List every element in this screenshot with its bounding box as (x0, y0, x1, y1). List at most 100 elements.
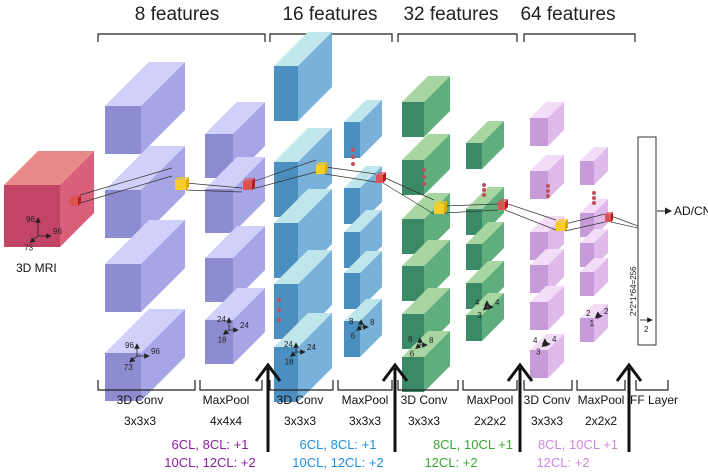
ff-layer-box (637, 136, 657, 346)
bracket-layer-2 (199, 380, 263, 391)
conv2-cube-5 (274, 313, 332, 402)
header-64-features: 64 features (520, 4, 615, 25)
bracket-layer-8 (576, 380, 626, 391)
bracket-layer-4 (337, 380, 393, 391)
kernel-cube-1 (70, 195, 81, 206)
conv1-cube-2 (105, 146, 185, 238)
ff-vector-size-label: 2*2*1*64=256 (629, 266, 638, 316)
conv1-dims-label-2: 96 (151, 347, 160, 356)
pool4-dims-label-2: 2 (604, 307, 609, 316)
pool4-ellipsis-dot (592, 191, 596, 195)
conv2-dims-label-2: 24 (307, 343, 316, 352)
pool1-dims-label-3: 18 (218, 336, 227, 345)
output-label: AD/CN (674, 204, 708, 218)
increment-2-line1: 6CL, 8CL: +1 (300, 437, 377, 452)
conv3-ellipsis-dot (422, 182, 426, 186)
conv4-cube-5 (530, 286, 564, 330)
conv3-cube-2 (402, 134, 450, 195)
kernel-cube-8 (556, 219, 568, 231)
header-8-features: 8 features (135, 4, 220, 25)
conv4-cube-2 (530, 155, 564, 199)
bracket-layer-3 (269, 380, 334, 391)
conv1-dims-label-1: 96 (125, 341, 134, 350)
layer-7-kernel: 3x3x3 (531, 414, 563, 428)
bracket-layer-7 (523, 380, 573, 391)
kernel-cube-4 (316, 162, 328, 174)
pool4-dims: 2 21 (586, 307, 609, 328)
conv3-dims-label-2: 8 (429, 336, 434, 345)
connection-line-9-2 (610, 221, 639, 229)
kernel-cube-7 (498, 199, 508, 210)
pool2-cube-4 (344, 251, 382, 309)
header-16-features: 16 features (282, 4, 377, 25)
pool3-dims-label-2: 4 (495, 298, 500, 307)
layer-4-name: MaxPool (342, 393, 389, 407)
input-label: 3D MRI (16, 261, 57, 275)
input-dims-label-3: 73 (24, 244, 33, 253)
kernel-cube-2 (175, 177, 189, 190)
conv4-dims-label-1: 4 (533, 336, 538, 345)
layer-2-kernel: 4x4x4 (210, 414, 242, 428)
bracket-layer-1 (97, 380, 196, 391)
conv3-cube-1 (402, 76, 450, 137)
bracket-8-features (97, 33, 266, 42)
pool4-dims-label-1: 2 (586, 309, 591, 318)
pool2-dims-label-1: 8 (349, 317, 354, 326)
header-32-features: 32 features (403, 4, 498, 25)
pool2-ellipsis-dot (351, 155, 355, 159)
conv4-ellipsis-dot (546, 184, 550, 188)
pool1-dims-label-2: 24 (240, 321, 249, 330)
conv2-dims-label-3: 18 (285, 358, 294, 367)
conv2-ellipsis-dot (277, 298, 281, 302)
pool4-ellipsis-dot (592, 196, 596, 200)
connection-line-9-1 (610, 215, 639, 227)
conv4-cube-1 (530, 102, 564, 146)
layer-7-name: 3D Conv (524, 393, 571, 407)
pool1-cube-3 (205, 226, 265, 302)
pool4-cube-2 (580, 199, 608, 237)
ff-dim-label: 2 (644, 325, 649, 334)
pool4-cube-5 (580, 304, 608, 342)
layer-6-name: MaxPool (467, 393, 514, 407)
increment-4-line1: 8CL, 10CL +1 (538, 437, 618, 452)
layer-8-kernel: 2x2x2 (585, 414, 617, 428)
pool2-dims-label-3: 6 (351, 332, 356, 341)
insertion-arrow-3-head (506, 362, 534, 382)
pool3-cube-1 (466, 121, 504, 169)
pool4-cube-4 (580, 258, 608, 296)
conv2-dims-label-1: 24 (284, 340, 293, 349)
layer-2-name: MaxPool (203, 393, 250, 407)
kernel-cube-9 (605, 212, 613, 222)
conv2-ellipsis-dot (277, 318, 281, 322)
connection-line-4-2 (324, 173, 377, 183)
bracket-layer-9 (635, 380, 669, 391)
layer-5-kernel: 3x3x3 (408, 414, 440, 428)
conv3-dims-label-1: 8 (408, 335, 413, 344)
bracket-layer-6 (462, 380, 518, 391)
connection-line-3-2 (251, 171, 317, 190)
pool3-ellipsis-dot (482, 188, 486, 192)
pool2-cube-5 (344, 299, 382, 357)
connection-line-8-2 (564, 221, 606, 232)
conv2-cube-1 (274, 32, 332, 121)
conv4-dims-label-3: 3 (536, 348, 541, 357)
pool4-ellipsis-dot (592, 201, 596, 205)
layer-6-kernel: 2x2x2 (474, 414, 506, 428)
conv3-ellipsis-dot (422, 175, 426, 179)
conv1-cube-1 (105, 62, 185, 154)
layer-3-kernel: 3x3x3 (284, 414, 316, 428)
conv4-ellipsis-dot (546, 189, 550, 193)
pool3-dims-label-3: 3 (477, 311, 482, 320)
pool4-dims-label-3: 1 (590, 319, 595, 328)
kernel-cube-5 (376, 172, 386, 183)
insertion-arrow-4-head (615, 362, 643, 382)
kernel-cube-3 (243, 178, 255, 190)
insertion-arrow-2-head (381, 362, 409, 382)
connection-line-2-2 (185, 189, 243, 193)
